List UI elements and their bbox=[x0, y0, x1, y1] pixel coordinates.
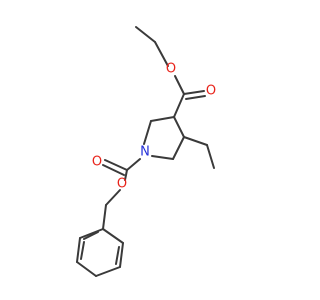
bond-ring-c5-c4 bbox=[172, 136, 185, 160]
bond-ring-c3-c2 bbox=[150, 116, 175, 122]
bond-benzene-inner-c bbox=[83, 231, 99, 240]
structure-drawing: O O N O O bbox=[76, 26, 216, 277]
bond-ring-n-c5 bbox=[151, 155, 174, 160]
bond-carbamate-c-o-double-a bbox=[104, 159, 128, 171]
bond-benzene-4-5 bbox=[76, 261, 97, 277]
bond-o-benzyl-ch2 bbox=[105, 189, 121, 206]
atom-label-n-ring: N bbox=[140, 145, 150, 160]
bond-ring-c4-ethyl-ch2 bbox=[183, 136, 208, 146]
bond-carbonyl-c-o-double-b bbox=[185, 95, 206, 100]
bond-benzene-2-3 bbox=[119, 242, 124, 268]
bond-carbamate-c-o-double-b bbox=[102, 164, 125, 176]
bond-benzene-inner-b bbox=[80, 241, 85, 260]
atom-label-o-carbonyl-top: O bbox=[206, 84, 216, 99]
bond-o-carbonyl-c bbox=[174, 75, 185, 95]
atom-label-o-ether-left: O bbox=[117, 177, 127, 192]
bond-benzene-3-4 bbox=[95, 266, 121, 277]
bond-n-carbamate-c bbox=[126, 158, 141, 171]
atom-label-o-ether-top: O bbox=[166, 62, 176, 77]
bond-benzyl-ch2-ring bbox=[102, 204, 107, 230]
bond-ethyl2-ch2-ch3 bbox=[206, 144, 215, 169]
bond-benzene-5-6 bbox=[76, 237, 81, 263]
bond-carbonyl-c-ring-c3 bbox=[173, 93, 185, 118]
bond-carbonyl-c-o-double-a bbox=[183, 90, 205, 95]
bond-benzene-1-2 bbox=[102, 228, 124, 244]
atom-label-o-carbonyl-left: O bbox=[92, 155, 102, 170]
bond-carbamate-c-o-single bbox=[124, 169, 128, 181]
bond-benzene-6-1 bbox=[79, 228, 104, 239]
bond-ring-c2-n bbox=[143, 120, 152, 145]
bond-ethyl-ch2-o bbox=[154, 41, 169, 67]
molecule-canvas: O O N O O bbox=[76, 26, 216, 277]
bond-ring-c4-c3 bbox=[173, 116, 185, 138]
bond-ethyl-ch3-ch2 bbox=[135, 26, 156, 43]
bond-benzene-inner-a bbox=[115, 246, 120, 265]
